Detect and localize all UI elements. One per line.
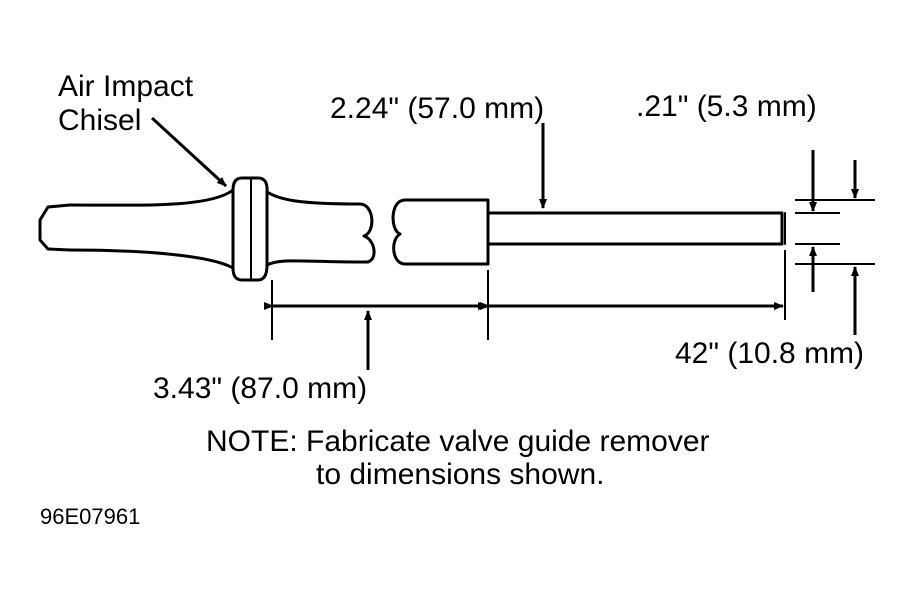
fabrication-note: NOTE: Fabricate valve guide remover to d… xyxy=(206,425,710,491)
figure-id: 96E07961 xyxy=(40,504,141,529)
chisel-left-body xyxy=(68,188,235,270)
remover-shaft xyxy=(486,211,784,246)
tool-name-leader xyxy=(150,116,228,188)
chisel-tool-outline xyxy=(38,176,786,282)
remover-body xyxy=(403,198,490,266)
tool-name-label-line1: Air Impact xyxy=(58,70,194,103)
shaft-diameter-label: .21" (5.3 mm) xyxy=(636,90,817,123)
body-length-label: 3.43" (87.0 mm) xyxy=(153,372,368,405)
tool-name-label-line2: Chisel xyxy=(58,104,142,137)
dimension-lines xyxy=(150,116,875,370)
break-left xyxy=(358,202,376,264)
note-line2: to dimensions shown. xyxy=(316,458,605,491)
shaft-length-label: 2.24" (57.0 mm) xyxy=(330,92,545,125)
chisel-shank-flare xyxy=(265,190,370,267)
body-diameter-label: 42" (10.8 mm) xyxy=(675,337,865,370)
break-right xyxy=(391,198,407,266)
chisel-tip xyxy=(38,203,72,252)
note-line1: NOTE: Fabricate valve guide remover xyxy=(206,425,710,458)
